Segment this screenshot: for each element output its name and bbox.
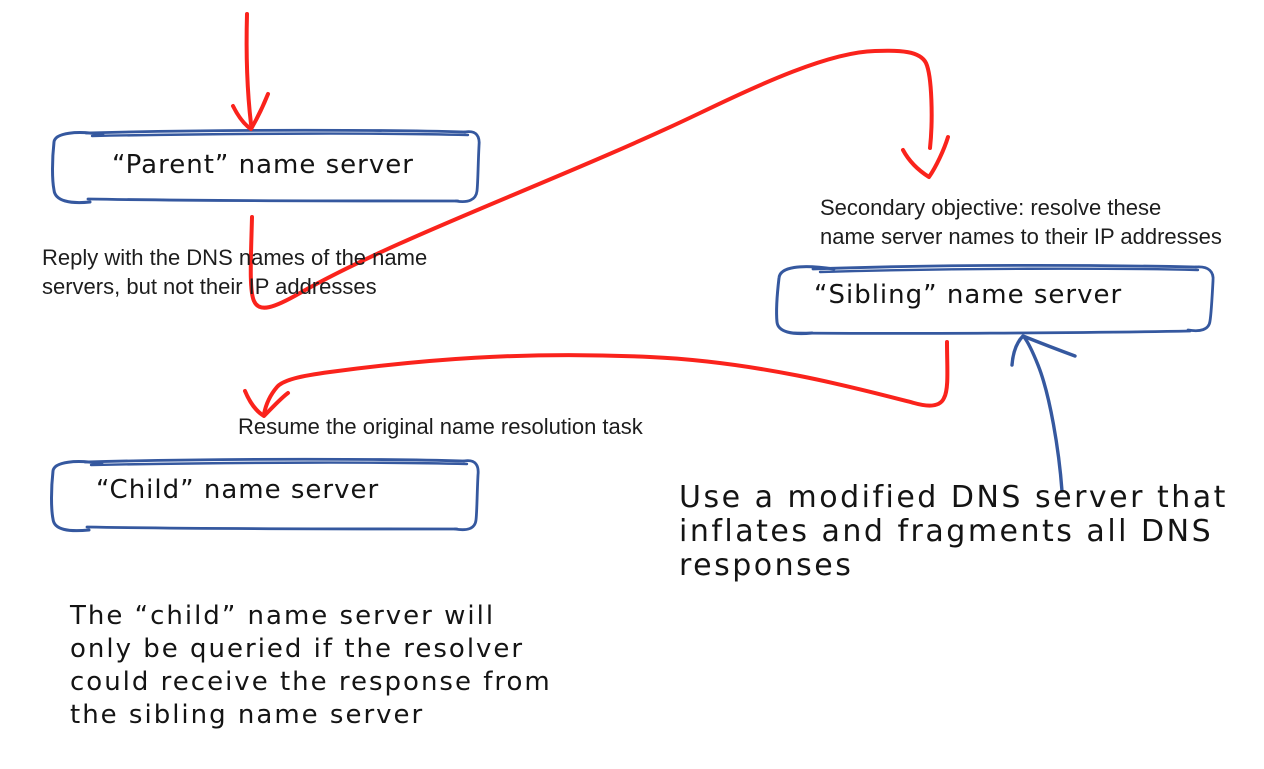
child-note-line-3: could receive the response from [70, 667, 552, 697]
modified-server-note: Use a modified DNS server that inflates … [679, 481, 1228, 583]
secondary-line-1: Secondary objective: resolve these [820, 195, 1162, 220]
child-query-note: The “child” name server will only be que… [70, 600, 552, 732]
sibling-node-label: “Sibling” name server [814, 280, 1123, 310]
reply-line-2: servers, but not their IP addresses [42, 274, 377, 299]
modified-line-1: Use a modified DNS server that [679, 480, 1228, 515]
parent-node-label: “Parent” name server [112, 150, 414, 180]
resume-annotation: Resume the original name resolution task [238, 414, 643, 439]
child-note-line-4: the sibling name server [70, 700, 425, 730]
arrow-into-parent [231, 12, 270, 131]
child-note-line-1: The “child” name server will [70, 601, 496, 631]
child-note-line-2: only be queried if the resolver [70, 634, 525, 664]
reply-annotation: Reply with the DNS names of the name ser… [42, 243, 427, 301]
modified-line-2: inflates and fragments all DNS [679, 514, 1214, 549]
arrow-sibling-to-resume [243, 340, 950, 418]
secondary-line-2: name server names to their IP addresses [820, 224, 1222, 249]
arrow-note-to-sibling [1010, 334, 1077, 493]
secondary-objective-annotation: Secondary objective: resolve these name … [820, 193, 1222, 251]
modified-line-3: responses [679, 548, 854, 583]
child-node-label: “Child” name server [96, 475, 380, 505]
reply-line-1: Reply with the DNS names of the name [42, 245, 428, 270]
